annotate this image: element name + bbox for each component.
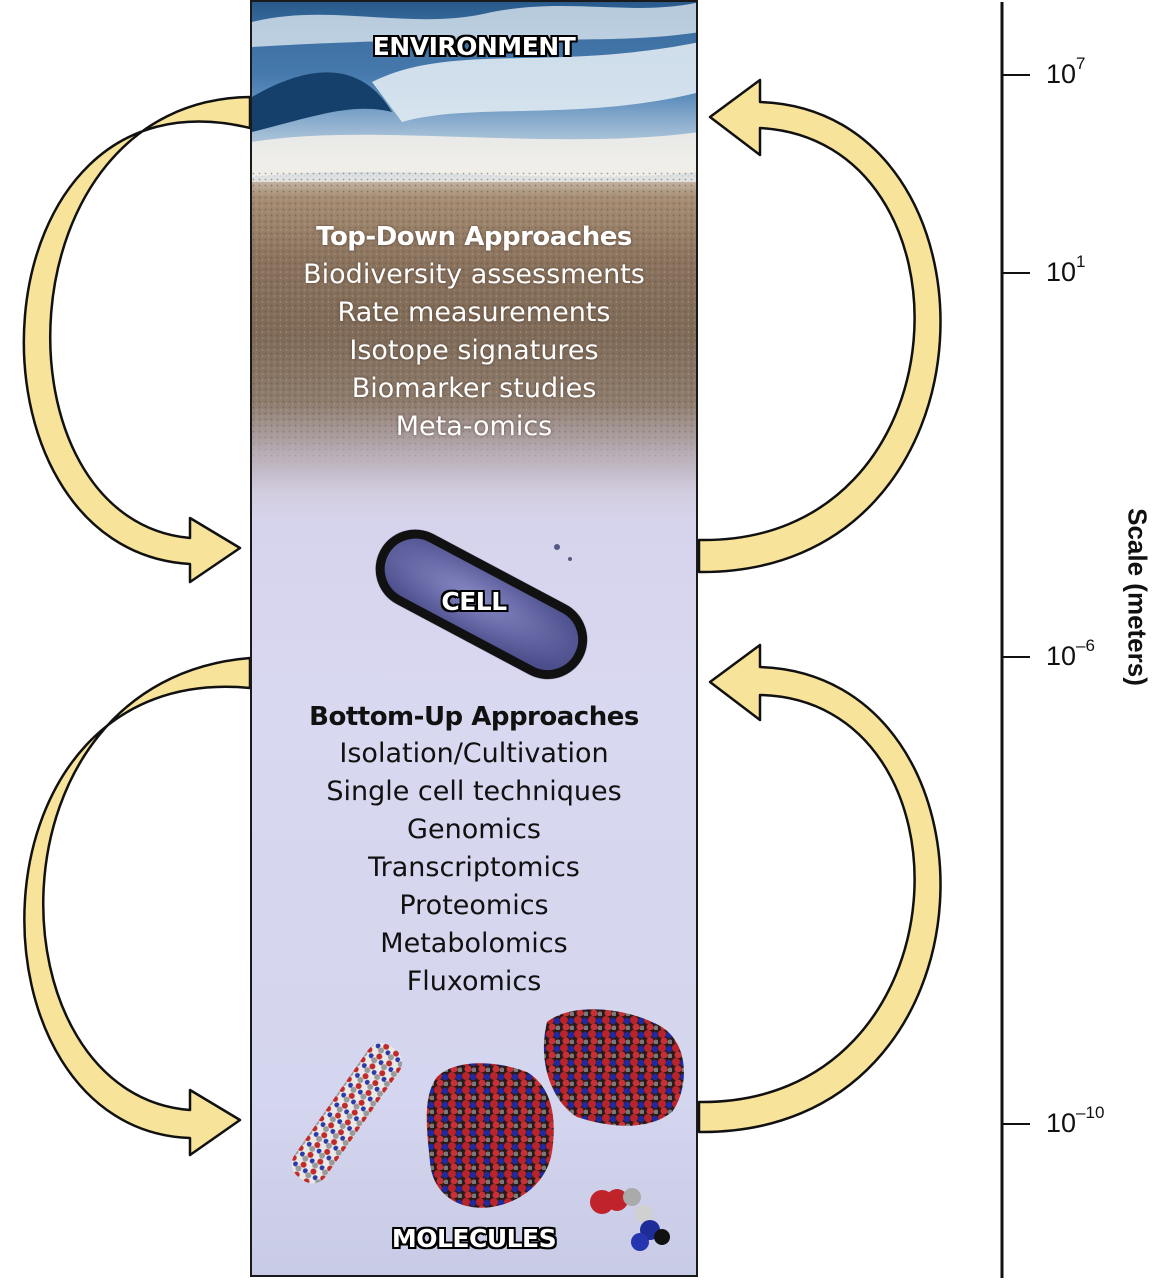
small-molecule-image (590, 1188, 670, 1251)
sand-image (252, 172, 696, 472)
tick-label: 107 (1046, 54, 1086, 89)
arrow-cell-to-environment (697, 78, 942, 574)
list-item: Biomarker studies (351, 373, 597, 404)
arrow-molecules-to-cell (697, 643, 942, 1134)
list-item: Rate measurements (337, 297, 611, 328)
list-item: Genomics (407, 814, 541, 845)
wave-image (252, 2, 696, 182)
arrow-cell-to-molecules (23, 656, 252, 1157)
list-item: Biodiversity assessments (303, 259, 645, 290)
list-item: Metabolomics (380, 928, 568, 959)
environment-label: ENVIRONMENT (372, 32, 576, 61)
list-item: Fluxomics (406, 966, 542, 997)
bacterium-cell-image (375, 529, 588, 680)
tick-label: 101 (1046, 252, 1086, 287)
list-item: Single cell techniques (326, 776, 622, 807)
list-item: Proteomics (399, 890, 549, 921)
protein-molecule-image (291, 1009, 684, 1251)
tick-label: 10–6 (1046, 636, 1095, 671)
list-item: Isotope signatures (349, 335, 599, 366)
tick-label: 10–10 (1046, 1103, 1105, 1138)
arrow-environment-to-cell (22, 95, 252, 584)
bottom-up-heading: Bottom-Up Approaches (309, 702, 639, 732)
scale-panel: ENVIRONMENT Top-Down Approaches Biodiver… (250, 0, 698, 1277)
list-item: Meta-omics (395, 411, 553, 442)
list-item: Transcriptomics (368, 852, 580, 883)
molecules-label: MOLECULES (391, 1224, 557, 1253)
list-item: Isolation/Cultivation (339, 738, 609, 769)
cell-label: CELL (441, 587, 507, 616)
top-down-heading: Top-Down Approaches (316, 222, 632, 252)
scale-title-text: Scale (meters) (1122, 508, 1153, 686)
